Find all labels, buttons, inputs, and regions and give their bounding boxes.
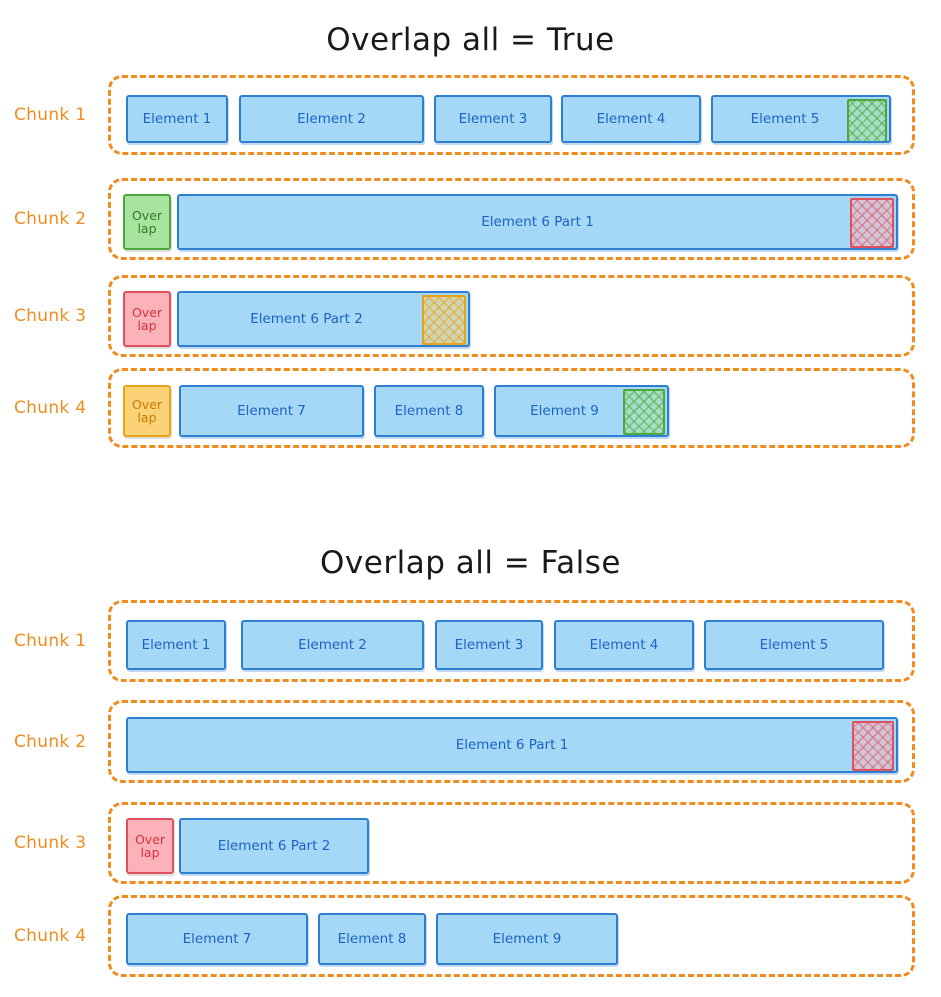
element-label: Element 1	[141, 637, 211, 653]
element-label: Element 3	[458, 111, 528, 127]
element-label: Element 6 Part 2	[217, 838, 331, 854]
overlap-chip-line1: Over	[131, 207, 163, 223]
element-label: Element 6 Part 1	[455, 737, 569, 753]
element-bar: Element 3	[435, 620, 543, 670]
overlap-chip-line1: Over	[131, 396, 163, 412]
element-bar: Element 7	[179, 385, 364, 437]
chunk-row: Chunk 1 Element 1 Element 2 Element 3 El…	[0, 75, 941, 155]
overlap-chip-line2: lap	[137, 221, 157, 236]
element-label: Element 1	[142, 111, 212, 127]
chunk-container: Over lap Element 6 Part 2	[108, 275, 915, 357]
overlap-chip-line1: Over	[134, 831, 166, 847]
overlap-highlight-region	[623, 389, 665, 435]
overlap-chip-green: Over lap	[123, 194, 171, 250]
overlap-chip-line2: lap	[140, 845, 160, 860]
element-bar: Element 6 Part 1	[126, 717, 898, 773]
element-bar: Element 7	[126, 913, 308, 965]
element-bar: Element 8	[374, 385, 484, 437]
section-title-false: Overlap all = False	[320, 545, 621, 581]
element-label: Element 7	[237, 403, 306, 419]
element-label: Element 8	[394, 403, 464, 419]
element-bar: Element 4	[561, 95, 701, 143]
chunk-label: Chunk 2	[14, 732, 87, 752]
chunk-container: Element 7 Element 8 Element 9	[108, 895, 915, 977]
overlap-chip-line2: lap	[137, 410, 157, 425]
element-label: Element 8	[337, 931, 407, 947]
chunk-row: Chunk 1 Element 1 Element 2 Element 3 El…	[0, 600, 941, 682]
element-bar: Element 6 Part 2	[179, 818, 369, 874]
chunk-label: Chunk 3	[14, 306, 87, 326]
chunk-row: Chunk 3 Over lap Element 6 Part 2	[0, 802, 941, 884]
element-label: Element 4	[589, 637, 659, 653]
chunk-row: Chunk 3 Over lap Element 6 Part 2	[0, 275, 941, 357]
element-bar: Element 1	[126, 620, 226, 670]
section-title-true: Overlap all = True	[326, 22, 615, 58]
chunk-container: Over lap Element 6 Part 2	[108, 802, 915, 884]
element-bar: Element 5	[711, 95, 891, 143]
element-label: Element 5	[759, 637, 829, 653]
chunk-row: Chunk 4 Element 7 Element 8 Element 9	[0, 895, 941, 977]
chunk-label: Chunk 4	[14, 926, 87, 946]
overlap-chip-red: Over lap	[123, 291, 171, 347]
overlap-chip-red: Over lap	[126, 818, 174, 874]
element-label: Element 5	[750, 111, 820, 127]
chunk-container: Element 1 Element 2 Element 3 Element 4 …	[108, 75, 915, 155]
chunk-label: Chunk 2	[14, 209, 87, 229]
element-bar: Element 8	[318, 913, 426, 965]
chunk-label: Chunk 4	[14, 398, 87, 418]
element-label: Element 4	[596, 111, 666, 127]
chunk-label: Chunk 1	[14, 105, 87, 125]
element-label: Element 7	[182, 931, 252, 947]
element-label: Element 9	[530, 403, 599, 419]
element-bar: Element 6 Part 1	[177, 194, 898, 250]
element-bar: Element 2	[239, 95, 424, 143]
overlap-chip-line2: lap	[137, 318, 157, 333]
element-label: Element 3	[454, 637, 524, 653]
element-label: Element 2	[298, 637, 367, 653]
chunk-row: Chunk 4 Over lap Element 7 Element 8 Ele…	[0, 368, 941, 448]
chunk-label: Chunk 1	[14, 631, 87, 651]
overlap-highlight-region	[852, 721, 894, 771]
chunk-container: Element 1 Element 2 Element 3 Element 4 …	[108, 600, 915, 682]
chunk-row: Chunk 2 Over lap Element 6 Part 1	[0, 178, 941, 260]
overlap-highlight-region	[422, 295, 466, 345]
element-label: Element 9	[492, 931, 562, 947]
element-bar: Element 4	[554, 620, 694, 670]
element-bar: Element 6 Part 2	[177, 291, 470, 347]
element-bar: Element 5	[704, 620, 884, 670]
chunk-row: Chunk 2 Element 6 Part 1	[0, 700, 941, 783]
chunk-container: Element 6 Part 1	[108, 700, 915, 783]
element-label: Element 6 Part 2	[250, 311, 363, 327]
chunk-container: Over lap Element 7 Element 8 Element 9	[108, 368, 915, 448]
overlap-chip-orange: Over lap	[123, 385, 171, 437]
overlap-chip-line1: Over	[131, 304, 163, 320]
element-bar: Element 1	[126, 95, 228, 143]
chunk-container: Over lap Element 6 Part 1	[108, 178, 915, 260]
element-bar: Element 9	[436, 913, 618, 965]
overlap-highlight-region	[850, 198, 894, 248]
chunk-label: Chunk 3	[14, 833, 87, 853]
element-bar: Element 3	[434, 95, 552, 143]
element-label: Element 2	[297, 111, 366, 127]
element-bar: Element 9	[494, 385, 669, 437]
element-label: Element 6 Part 1	[481, 214, 594, 230]
element-bar: Element 2	[241, 620, 424, 670]
overlap-highlight-region	[847, 99, 887, 141]
